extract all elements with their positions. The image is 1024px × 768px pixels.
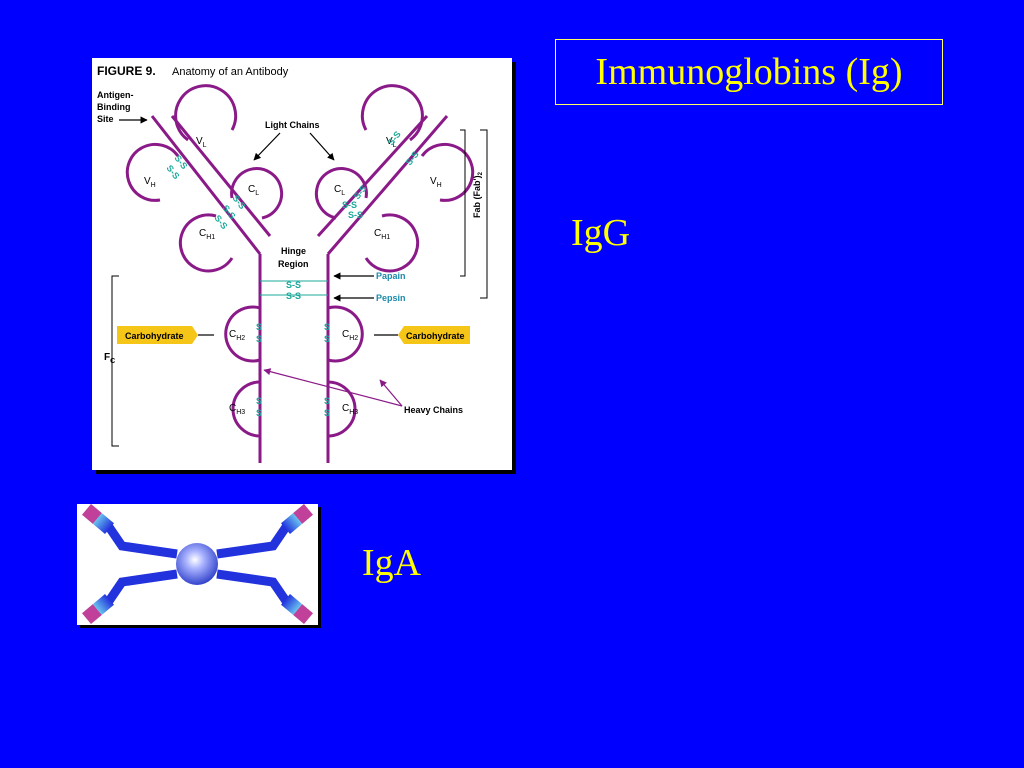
- ch2-left-label: CH2: [229, 329, 245, 342]
- iga-arm-bottom-right: [216, 569, 292, 607]
- iga-arm-top-right: [216, 521, 292, 559]
- domain-labels: VL VH CL CH1 VL VH CL CH1 CH2 CH2 CH3 CH…: [144, 136, 442, 416]
- iga-tip-1-pink: [82, 504, 102, 524]
- domain-cl-right: [314, 167, 368, 220]
- iga-tips: [82, 504, 313, 625]
- carbohydrate-tag-right: [398, 326, 470, 344]
- vl-left-label: VL: [196, 136, 207, 149]
- left-light-chain: [170, 115, 272, 237]
- ss-hinge-2: S-S: [286, 291, 301, 301]
- carbohydrate-tag-left: [117, 326, 198, 344]
- light-chains-label: Light Chains: [265, 120, 320, 130]
- iga-tip-2-pink: [82, 604, 102, 625]
- label-igg: IgG: [571, 212, 631, 254]
- fc-bracket: [111, 275, 119, 447]
- left-heavy-arm: [150, 115, 262, 255]
- domain-ch1-right: [364, 213, 420, 273]
- title-box: Immunoglobins (Ig): [555, 39, 943, 105]
- cl-right-label: CL: [334, 184, 345, 197]
- heavy-chains-arrow-left: [263, 368, 403, 407]
- antibody-diagram: FIGURE 9. Anatomy of an Antibody Antigen…: [97, 64, 488, 463]
- hinge-label-2: Region: [278, 259, 309, 269]
- antigen-binding-label-2: Binding: [97, 102, 131, 112]
- domain-ch3-left: [231, 380, 261, 438]
- light-chains-arrow-right: [309, 132, 335, 161]
- s-ch2-right-2: S: [324, 334, 330, 344]
- s-ch3-left-2: S: [256, 408, 262, 418]
- fab-inner-bracket: [460, 129, 466, 277]
- domain-vl-left: [174, 84, 238, 142]
- domain-ch3-right: [327, 380, 357, 438]
- ch1-left-label: CH1: [199, 228, 215, 241]
- s-ch2-right-1: S: [324, 322, 330, 332]
- antigen-binding-label-3: Site: [97, 114, 114, 124]
- vh-right-label: VH: [430, 176, 442, 189]
- antibody-chains: [125, 84, 475, 463]
- right-light-chain: [316, 114, 429, 238]
- antibody-figure: FIGURE 9. Anatomy of an Antibody Antigen…: [92, 58, 512, 470]
- fab-bracket: [480, 129, 488, 299]
- figure-number: FIGURE 9.: [97, 64, 156, 78]
- fc-label: FC: [104, 352, 115, 365]
- domain-cl-left: [230, 167, 284, 220]
- s-ch3-left-1: S: [256, 396, 262, 406]
- heavy-chains-arrow-right: [379, 379, 403, 407]
- antigen-binding-label-1: Antigen-: [97, 90, 134, 100]
- figure-caption: Anatomy of an Antibody: [172, 66, 289, 78]
- vh-left-label: VH: [144, 176, 156, 189]
- iga-arm-bottom-left: [103, 569, 178, 607]
- domain-vh-right: [420, 142, 475, 202]
- domain-ch2-left: [224, 305, 261, 363]
- papain-label: Papain: [376, 271, 406, 281]
- vl-right-label: VL: [386, 136, 397, 149]
- iga-tip-4-pink: [293, 604, 313, 625]
- ch1-right-label: CH1: [374, 228, 390, 241]
- iga-tip-3-pink: [293, 504, 313, 524]
- hinge-label-1: Hinge: [281, 246, 306, 256]
- light-chains-arrow-left: [253, 132, 281, 161]
- iga-figure: [77, 504, 318, 625]
- iga-j-chain: [176, 543, 218, 585]
- s-ch3-right-1: S: [324, 396, 330, 406]
- fab-label: Fab (Fab')2: [472, 171, 484, 218]
- s-ch2-left-1: S: [256, 322, 262, 332]
- iga-chains: [103, 521, 292, 607]
- iga-arm-top-left: [103, 521, 178, 559]
- hinge-bond-lines: [260, 280, 328, 296]
- heavy-chains-label: Heavy Chains: [404, 405, 463, 415]
- cl-left-label: CL: [248, 184, 259, 197]
- domain-ch2-right: [327, 305, 364, 363]
- label-iga: IgA: [362, 542, 422, 584]
- ss-right-cl-2: S-S: [348, 210, 363, 220]
- ch2-right-label: CH2: [342, 329, 358, 342]
- s-ch3-right-2: S: [324, 408, 330, 418]
- carbohydrate-left-label: Carbohydrate: [125, 331, 184, 341]
- right-heavy-arm: [326, 115, 449, 255]
- ch3-left-label: CH3: [229, 403, 245, 416]
- ss-right-cl-1: S-S: [342, 200, 357, 210]
- domain-vl-right: [360, 84, 424, 142]
- s-ch2-left-2: S: [256, 334, 262, 344]
- carbohydrate-right-label: Carbohydrate: [406, 331, 465, 341]
- slide-title: Immunoglobins (Ig): [595, 51, 903, 93]
- domain-vh-left: [125, 142, 180, 202]
- ss-hinge-1: S-S: [286, 280, 301, 290]
- domain-ch1-left: [178, 213, 234, 273]
- iga-diagram: [82, 504, 313, 625]
- ch3-right-label: CH3: [342, 403, 358, 416]
- pepsin-label: Pepsin: [376, 293, 406, 303]
